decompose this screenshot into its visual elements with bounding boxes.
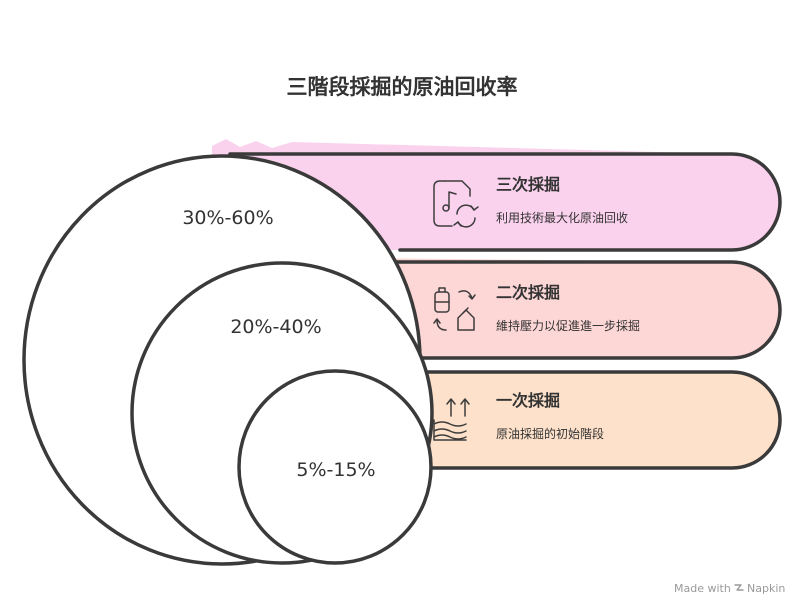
stage-name-secondary: 二次採掘 xyxy=(496,283,560,302)
range-label-tertiary: 30%-60% xyxy=(182,207,273,229)
bottles-swap-icon xyxy=(433,287,476,331)
banner-fill xyxy=(340,364,780,468)
stage-desc-tertiary: 利用技術最大化原油回收 xyxy=(496,211,628,225)
stage-desc-secondary: 維持壓力以促進進一步採掘 xyxy=(496,318,640,333)
range-label-secondary: 20%-40% xyxy=(230,316,321,338)
stage-banner-primary xyxy=(340,364,782,470)
made-with-napkin-badge: Made with Napkin xyxy=(674,582,785,595)
napkin-logo-icon xyxy=(734,584,744,591)
napkin-brand-label: Napkin xyxy=(747,582,785,595)
range-label-primary: 5%-15% xyxy=(296,459,375,481)
stage-name-primary: 一次採掘 xyxy=(496,391,560,410)
diagram-title: 三階段採掘的原油回收率 xyxy=(287,74,518,99)
stage-name-tertiary: 三次採掘 xyxy=(496,175,560,194)
stage-desc-primary: 原油採掘的初始階段 xyxy=(496,426,604,441)
made-with-label: Made with xyxy=(674,582,731,595)
water-arrows-icon xyxy=(433,398,470,441)
music-file-refresh-icon xyxy=(433,180,479,228)
circle-primary xyxy=(237,369,433,565)
